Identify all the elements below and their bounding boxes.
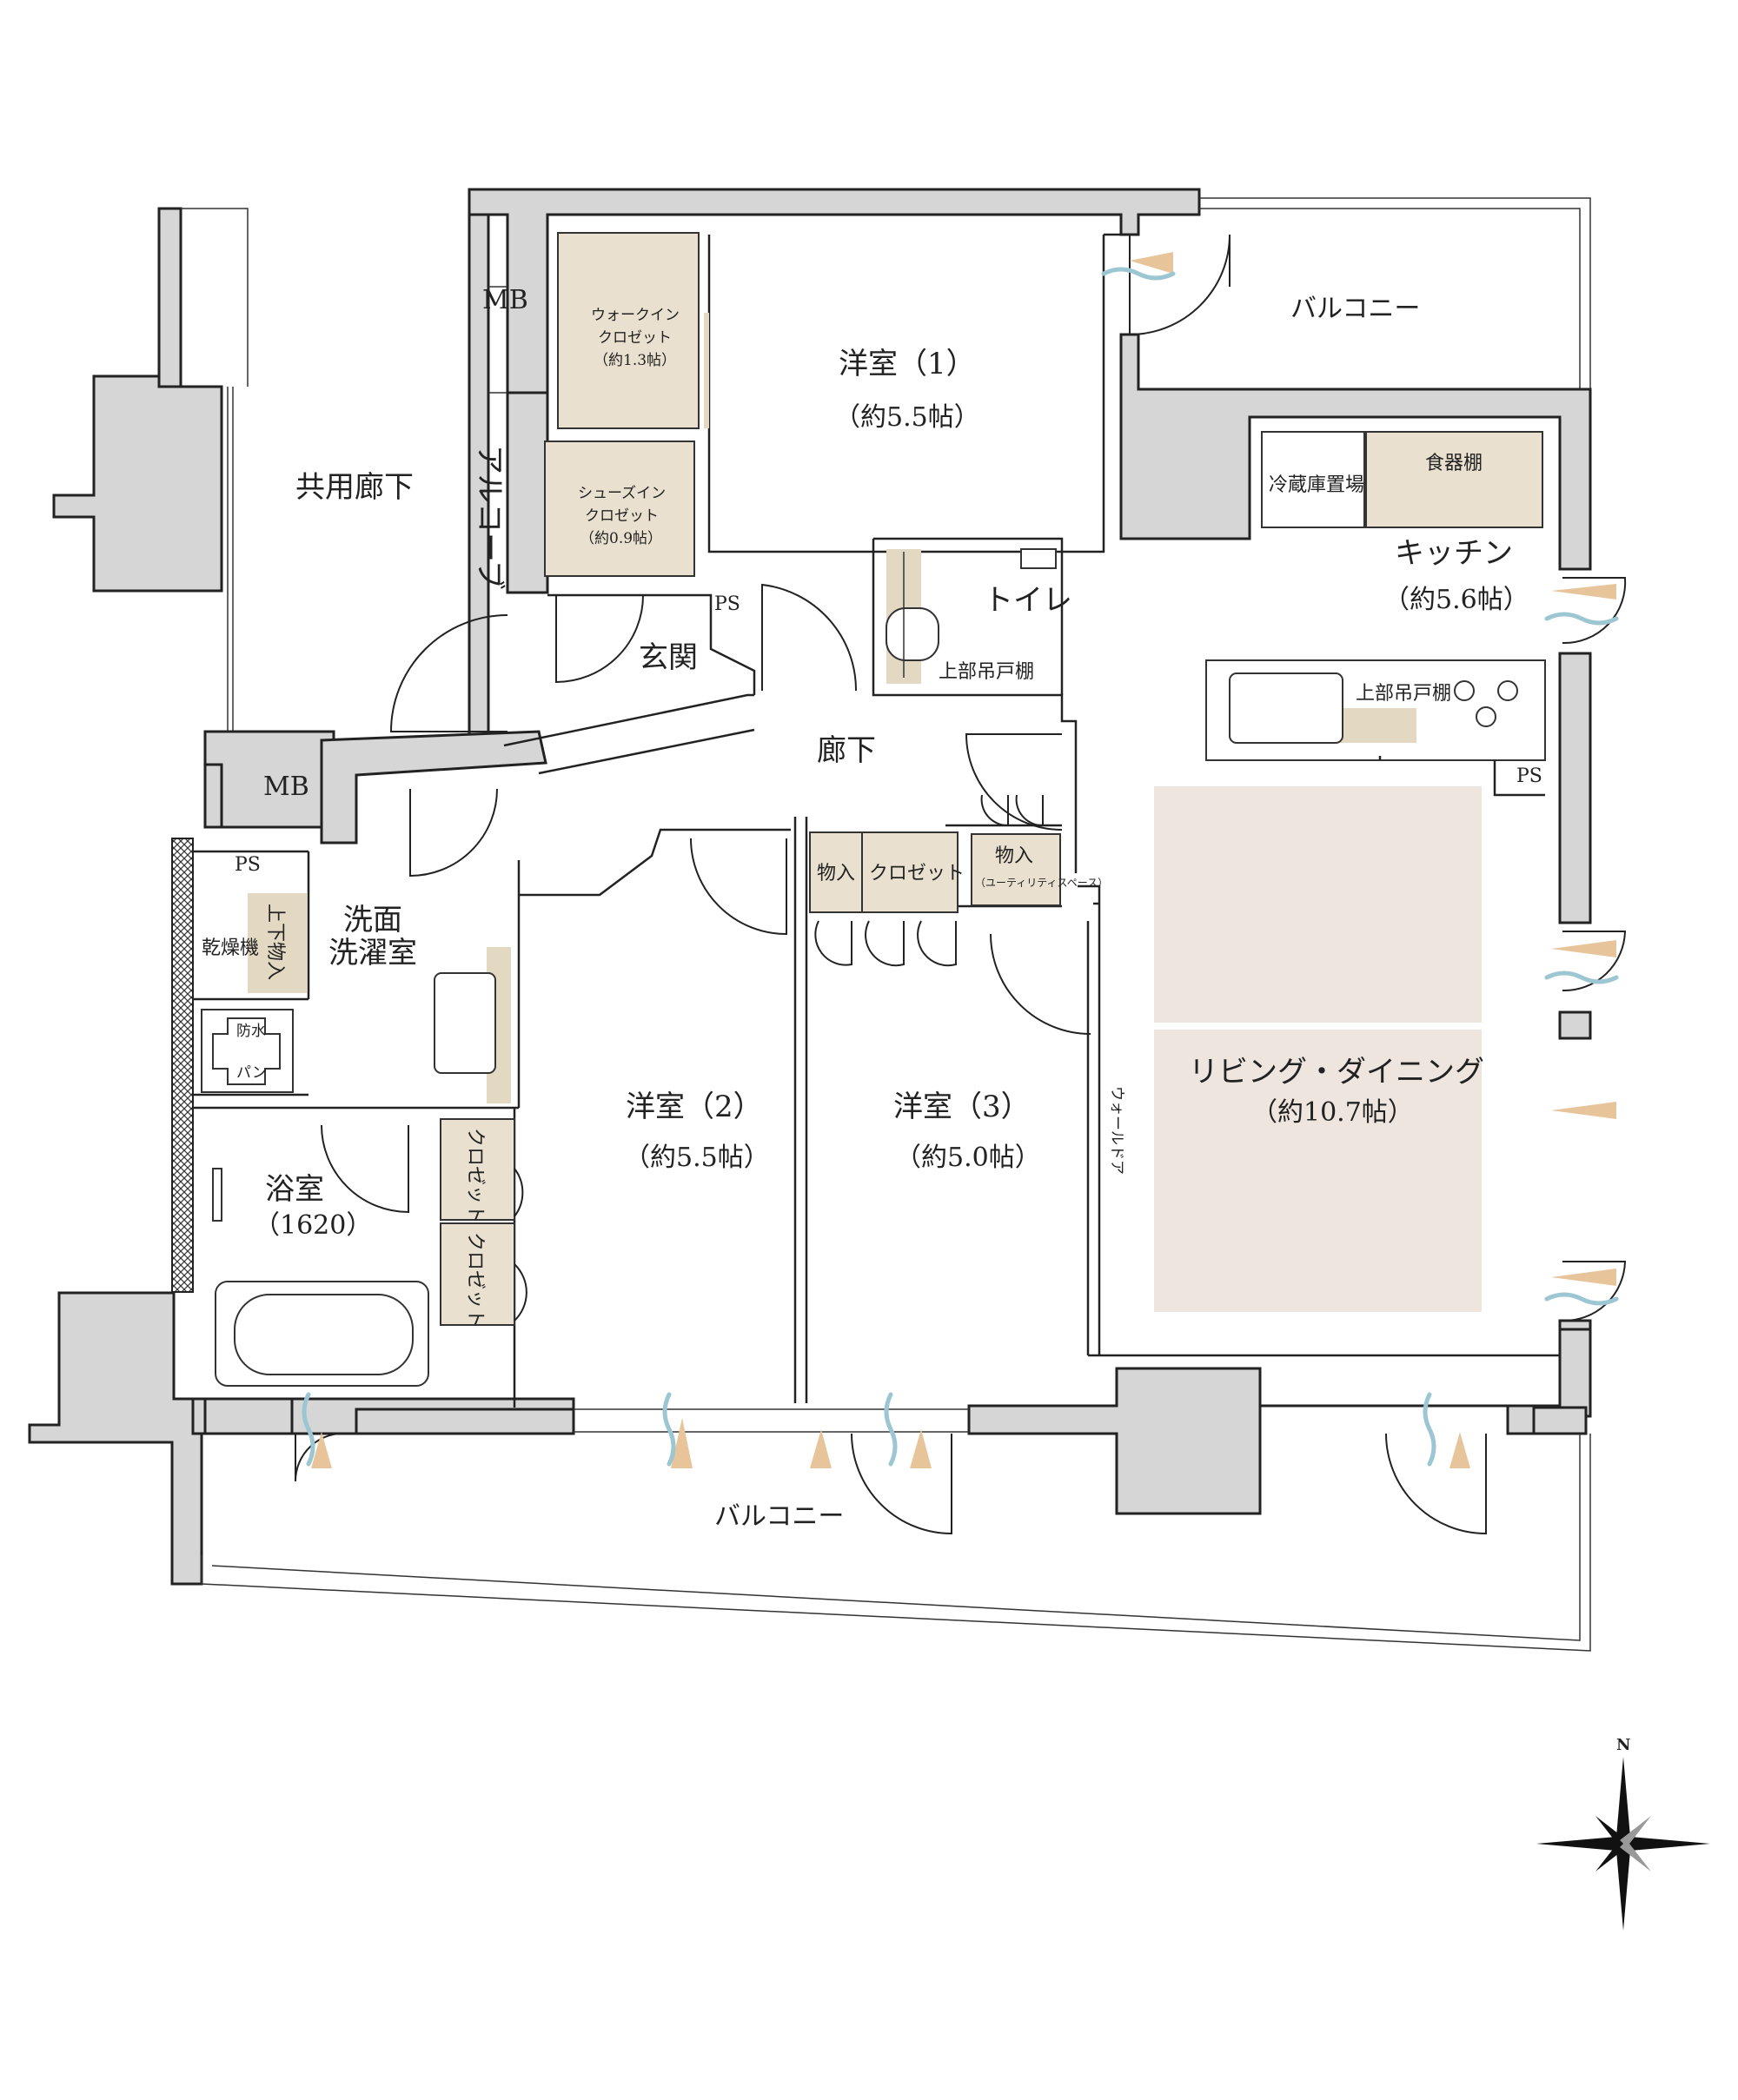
ps-kitchen-label: PS bbox=[1516, 765, 1542, 787]
balcony-bottom-label: バルコニー bbox=[714, 1501, 844, 1532]
kitchen-name: キッチン bbox=[1395, 536, 1513, 571]
shoes-closet-line3: （約0.9帖） bbox=[580, 530, 662, 547]
upper-cabinet-toilet-label: 上部吊戸棚 bbox=[939, 661, 1034, 683]
closet-a-label: クロゼット bbox=[464, 1128, 486, 1223]
western1-size: （約5.5帖） bbox=[834, 402, 980, 433]
storage2-label: 物入 bbox=[995, 845, 1033, 867]
common-corridor-label: 共用廊下 bbox=[295, 470, 414, 505]
fridge-space-label: 冷蔵庫置場 bbox=[1269, 474, 1364, 496]
room-labels: 共用廊下 MB MB アルコーブ ウォークイン クロゼット （約1.3帖） シュ… bbox=[202, 285, 1542, 1532]
washbasin bbox=[434, 972, 496, 1074]
ps-wash-label: PS bbox=[235, 854, 261, 876]
western2-size: （約5.5帖） bbox=[624, 1143, 770, 1173]
alcove-label: アルコーブ bbox=[472, 445, 507, 590]
toilet-label: トイレ bbox=[984, 583, 1072, 618]
western3-size: （約5.0帖） bbox=[895, 1143, 1041, 1173]
stove-burners bbox=[1454, 680, 1518, 727]
walk-in-closet-line1: ウォークイン bbox=[591, 307, 680, 324]
closet-b-label: クロゼット bbox=[464, 1232, 486, 1328]
utility-space-label: （ユーティリティスペース） bbox=[975, 877, 1108, 889]
shoes-closet-line2: クロゼット bbox=[585, 507, 659, 525]
ps-entrance-label: PS bbox=[714, 593, 740, 615]
living-dining-size: （約10.7帖） bbox=[1251, 1097, 1414, 1128]
western2-name: 洋室（2） bbox=[626, 1090, 763, 1124]
toilet-fixture bbox=[886, 607, 939, 661]
dryer-label: 乾燥機 bbox=[202, 937, 259, 959]
kitchen-sink bbox=[1229, 672, 1343, 744]
upper-cabinet-kitchen-label: 上部吊戸棚 bbox=[1356, 683, 1451, 705]
walk-in-closet-line3: （約1.3帖） bbox=[594, 352, 676, 369]
washroom-line2: 洗濯室 bbox=[328, 936, 417, 971]
compass-rose-icon: N bbox=[1536, 1736, 1710, 1931]
mb-left-label: MB bbox=[263, 772, 309, 802]
bathroom-size: （1620） bbox=[254, 1210, 372, 1241]
doors bbox=[294, 234, 1627, 1535]
washroom-line1: 洗面 bbox=[343, 903, 402, 937]
mb-top-label: MB bbox=[482, 285, 528, 315]
light-wind-indicators bbox=[302, 252, 1619, 1468]
waterproof-pan-line1: 防水 bbox=[236, 1023, 266, 1040]
wall-door-label: ウォールドア bbox=[1108, 1086, 1125, 1175]
walk-in-closet-line2: クロゼット bbox=[598, 329, 672, 347]
upper-lower-storage-label: 上下物入 bbox=[264, 904, 286, 980]
hallway-label: 廊下 bbox=[817, 733, 876, 768]
storage1-label: 物入 bbox=[817, 863, 855, 884]
living-dining-name: リビング・ダイニング bbox=[1189, 1055, 1484, 1090]
waterproof-pan-line2: パン bbox=[236, 1064, 267, 1082]
storage-areas bbox=[248, 232, 1543, 1326]
western1-name: 洋室（1） bbox=[839, 347, 976, 381]
toilet-sink bbox=[1020, 548, 1057, 569]
unit-walls bbox=[171, 188, 1592, 1652]
shoes-closet-line1: シューズイン bbox=[578, 485, 666, 502]
western3-name: 洋室（3） bbox=[893, 1090, 1031, 1124]
fixtures bbox=[201, 548, 1518, 1387]
entrance-label: 玄関 bbox=[639, 640, 698, 675]
balcony-top-label: バルコニー bbox=[1290, 294, 1420, 324]
kitchen-size: （約5.6帖） bbox=[1383, 585, 1529, 615]
closet-w3-label: クロゼット bbox=[869, 863, 965, 884]
bathroom-name: 浴室 bbox=[265, 1172, 324, 1207]
cupboard-label: 食器棚 bbox=[1425, 453, 1483, 474]
compass-north-label: N bbox=[1616, 1736, 1630, 1754]
